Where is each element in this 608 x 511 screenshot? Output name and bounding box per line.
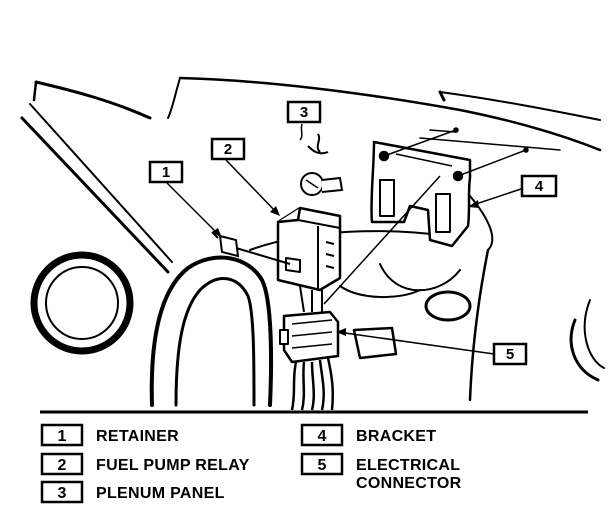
callout-2-number: 2 — [224, 141, 232, 158]
legend: 1 RETAINER 2 FUEL PUMP RELAY 3 PLENUM PA… — [40, 423, 462, 504]
callout-1-number: 1 — [162, 164, 170, 181]
legend-item-5-label-line2: CONNECTOR — [356, 475, 462, 492]
legend-item-3-label: PLENUM PANEL — [96, 485, 225, 502]
callout-4-number: 4 — [535, 178, 544, 195]
legend-item-1-number: 1 — [58, 428, 67, 445]
legend-item-4-label: BRACKET — [356, 428, 436, 445]
legend-item-2-label: FUEL PUMP RELAY — [96, 457, 250, 474]
legend-item-2-number: 2 — [58, 457, 67, 474]
leader-lines — [166, 123, 531, 355]
callout-3: 3 — [286, 100, 322, 124]
legend-item-3-number: 3 — [58, 485, 67, 502]
legend-item-5: 5 ELECTRICAL CONNECTOR — [300, 452, 462, 492]
callout-5: 5 — [492, 342, 528, 366]
callout-5-number: 5 — [506, 346, 514, 363]
body-panel-outline — [20, 76, 605, 407]
callout-2: 2 — [210, 137, 246, 161]
relay-wiring — [299, 285, 323, 313]
fuel-pump-relay — [276, 206, 342, 292]
legend-item-5-label-line1: ELECTRICAL — [356, 457, 460, 474]
retainer-clip — [211, 231, 291, 265]
bracket-studs — [383, 127, 529, 177]
legend-item-4: 4 BRACKET — [300, 423, 436, 447]
callout-1: 1 — [148, 160, 184, 184]
legend-item-3: 3 PLENUM PANEL — [40, 480, 225, 504]
nut-fastener — [300, 172, 344, 196]
leader-arrowheads — [212, 200, 479, 336]
callout-3-number: 3 — [300, 104, 308, 121]
legend-item-1-label: RETAINER — [96, 428, 179, 445]
connector-harness — [290, 357, 335, 411]
legend-item-5-number: 5 — [318, 457, 327, 474]
callout-4: 4 — [520, 174, 558, 198]
legend-item-1: 1 RETAINER — [40, 423, 179, 447]
legend-item-4-number: 4 — [318, 428, 327, 445]
plenum-panel-clip — [307, 133, 329, 155]
legend-item-2: 2 FUEL PUMP RELAY — [40, 452, 250, 476]
left-wheel-well — [30, 251, 134, 355]
electrical-connector — [279, 310, 340, 364]
